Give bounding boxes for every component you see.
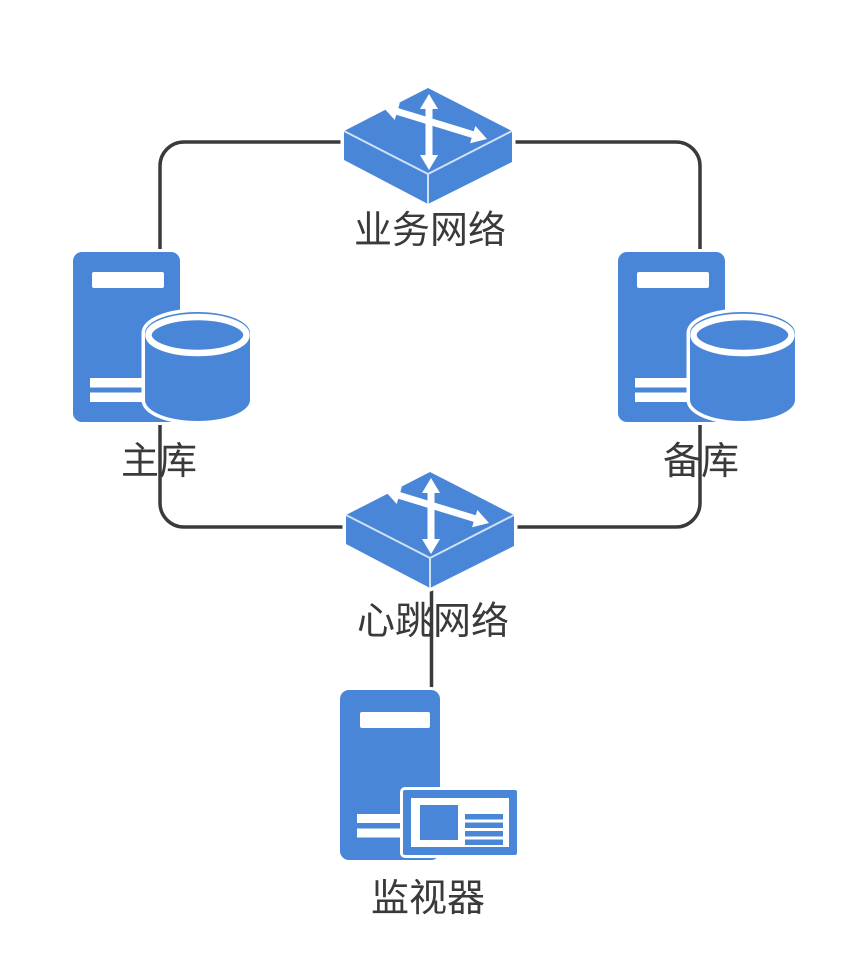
label-heartbeat-network: 心跳网络 <box>357 599 509 643</box>
monitor-server-icon <box>340 690 517 860</box>
database-server-icon-primary <box>73 252 250 422</box>
label-standby-db: 备库 <box>663 439 739 483</box>
label-primary-db: 主库 <box>121 439 197 483</box>
switch-icon-business-network <box>344 88 512 204</box>
switch-icon-heartbeat-network <box>346 472 514 588</box>
label-business-network: 业务网络 <box>354 208 506 252</box>
database-server-icon-standby <box>618 252 795 422</box>
label-monitor: 监视器 <box>371 876 485 920</box>
